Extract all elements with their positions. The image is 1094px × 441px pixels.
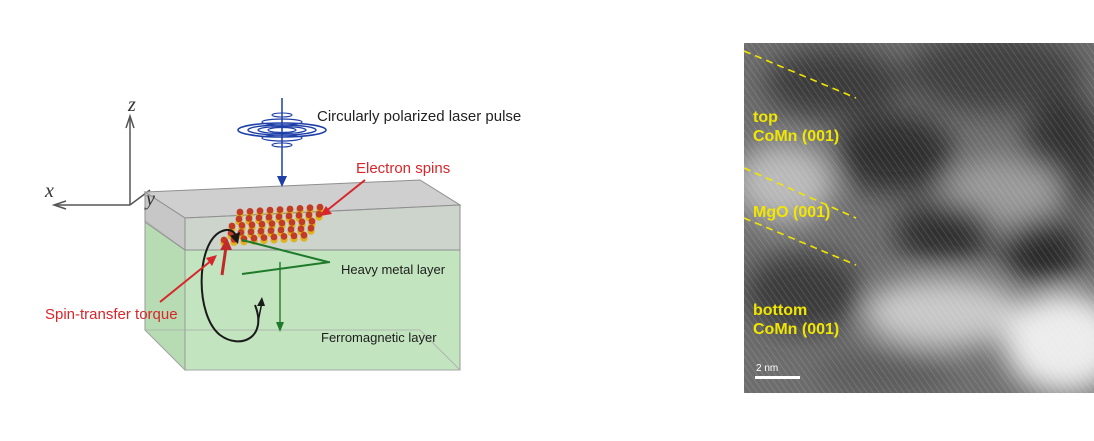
spin-sphere-top <box>315 210 323 218</box>
spin-sphere-top <box>245 215 253 222</box>
bottom-layer-label-line2: CoMn (001) <box>753 321 840 338</box>
spin-sphere-top <box>260 234 268 242</box>
heavy-metal-layer <box>143 179 462 251</box>
interface-lines <box>744 50 857 266</box>
scale-bar-label: 2 nm <box>756 363 779 374</box>
precession-path <box>200 229 265 343</box>
coordinate-axes <box>51 113 151 210</box>
top-layer-label-line1: top <box>753 109 778 126</box>
top-layer-label-line2: CoMn (001) <box>753 128 840 145</box>
bottom-layer-label: bottom CoMn (001) <box>753 301 839 339</box>
torque-arrow <box>220 238 232 276</box>
magnetization-arrows <box>241 239 331 332</box>
spin-sphere-top <box>276 206 284 214</box>
spin-sphere-top <box>295 212 303 219</box>
bottom-interface-line <box>744 217 857 266</box>
spin-sphere-top <box>286 205 294 213</box>
x-axis-arrowhead <box>51 200 67 210</box>
electron-spins-label: Electron spins <box>356 160 451 177</box>
spin-sphere-top <box>288 219 296 226</box>
annotation-arrows <box>159 179 366 303</box>
spin-sphere-top <box>228 222 236 230</box>
middle-interface-line <box>744 167 857 219</box>
spin-sphere-top <box>266 206 274 214</box>
spin-torque-diagram: z x y Circularly polarized laser pulse E… <box>45 94 522 372</box>
spin-sphere-top <box>287 226 295 233</box>
spin-sphere-top <box>285 212 293 220</box>
bottom-layer-label-line1: bottom <box>753 302 808 319</box>
spin-sphere-top <box>297 225 305 233</box>
top-interface-line <box>744 50 857 99</box>
spin-transfer-torque-label: Spin-transfer torque <box>45 306 178 323</box>
spin-sphere-top <box>255 214 263 222</box>
spin-sphere-top <box>316 203 324 211</box>
spin-sphere-top <box>300 231 308 239</box>
top-layer-label: top CoMn (001) <box>753 108 839 146</box>
spin-sphere-top <box>265 213 273 221</box>
spin-sphere-top <box>308 217 316 225</box>
spin-sphere-top <box>267 227 275 235</box>
spin-sphere-top <box>290 232 298 240</box>
spin-sphere-top <box>235 215 243 223</box>
scale-bar <box>755 376 800 379</box>
x-axis-label: x <box>45 180 54 202</box>
laser-pulse-icon <box>237 98 327 187</box>
spin-sphere-top <box>258 220 266 228</box>
tem-micrograph: top CoMn (001) MgO (001) bottom CoMn (00… <box>744 43 1094 393</box>
spin-sphere-top <box>247 228 255 236</box>
spin-sphere-top <box>248 221 256 229</box>
spin-sphere-top <box>280 233 288 240</box>
spin-sphere-top <box>268 220 276 228</box>
spin-sphere-top <box>257 227 265 235</box>
spin-sphere-top <box>236 208 244 216</box>
spin-sphere-top <box>296 205 304 212</box>
ferromagnetic-layer-label: Ferromagnetic layer <box>321 330 437 345</box>
spin-sphere-top <box>270 233 278 241</box>
spin-sphere-top <box>246 208 254 215</box>
spin-sphere-top <box>275 213 283 221</box>
z-axis-label: z <box>128 94 136 116</box>
spin-sphere-top <box>277 226 285 234</box>
y-axis-label: y <box>146 188 155 210</box>
spin-sphere-top <box>306 204 314 212</box>
spin-sphere-top <box>298 218 306 226</box>
spin-sphere-top <box>307 224 315 232</box>
spin-sphere-top <box>278 219 286 227</box>
spin-sphere-top <box>238 222 246 229</box>
spin-sphere-top <box>305 211 313 219</box>
spin-sphere-top <box>256 207 264 215</box>
laser-label: Circularly polarized laser pulse <box>317 108 522 125</box>
z-axis-arrowhead <box>125 113 135 129</box>
ferromagnetic-layer <box>144 219 461 372</box>
schematic-graphic <box>51 98 462 372</box>
spin-sphere-top <box>250 234 258 242</box>
mgo-layer-label: MgO (001) <box>753 204 831 221</box>
heavy-metal-layer-label: Heavy metal layer <box>341 262 446 277</box>
tem-image <box>744 43 1094 393</box>
